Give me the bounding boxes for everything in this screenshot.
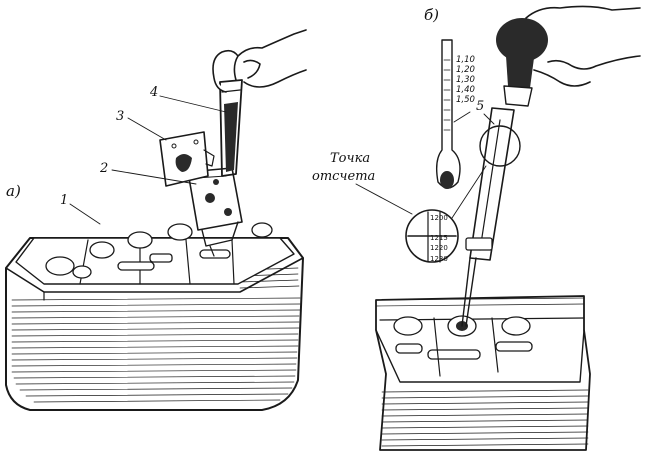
suction-tube — [219, 79, 243, 177]
leader-4 — [159, 95, 227, 113]
callout-4: 4 — [149, 85, 158, 100]
battery-b-hatching — [375, 297, 589, 447]
callout-2: 2 — [99, 161, 108, 176]
battery-hatching — [11, 267, 301, 403]
densimeter-holder — [187, 167, 243, 257]
reading-0: 1200 — [430, 214, 448, 222]
thermometer-scale: 1,10 1,20 1,30 1,40 1,50 — [456, 55, 475, 105]
panel-b-hydrometer: 1,10 1,20 1,30 1,40 1,50 1200 1215 1220 … — [312, 5, 641, 451]
panel-a-label: a) — [6, 182, 21, 200]
callout-1: 1 — [60, 193, 68, 208]
scale-tick-2: 1,30 — [456, 75, 475, 85]
reading-3: 1230 — [430, 255, 448, 263]
reading-point-line1: Точка — [330, 151, 370, 166]
leader-1 — [69, 203, 101, 225]
magnifier-readings: 1200 1215 1220 1230 — [430, 214, 448, 263]
callout-3: 3 — [116, 109, 124, 124]
reading-2: 1220 — [430, 244, 448, 252]
scale-tick-4: 1,50 — [456, 95, 475, 105]
rubber-bulb — [496, 18, 548, 62]
magnifier-top — [479, 125, 521, 167]
reading-point-line2: отсчета — [312, 169, 375, 184]
thermometer — [435, 39, 461, 189]
cell-caps — [45, 222, 273, 279]
scale-tick-3: 1,40 — [456, 85, 475, 95]
reference-card — [159, 131, 215, 187]
hand-a — [212, 29, 307, 93]
callout-5: 5 — [476, 99, 484, 114]
panel-a-battery: 1 2 3 4 a) — [5, 29, 307, 411]
panel-b-label: б) — [424, 6, 439, 24]
hand-b — [525, 5, 641, 87]
reading-1: 1215 — [430, 234, 448, 242]
scale-tick-0: 1,10 — [456, 55, 475, 65]
leader-3 — [127, 117, 167, 141]
leader-2 — [111, 169, 197, 185]
scale-tick-1: 1,20 — [456, 65, 475, 75]
